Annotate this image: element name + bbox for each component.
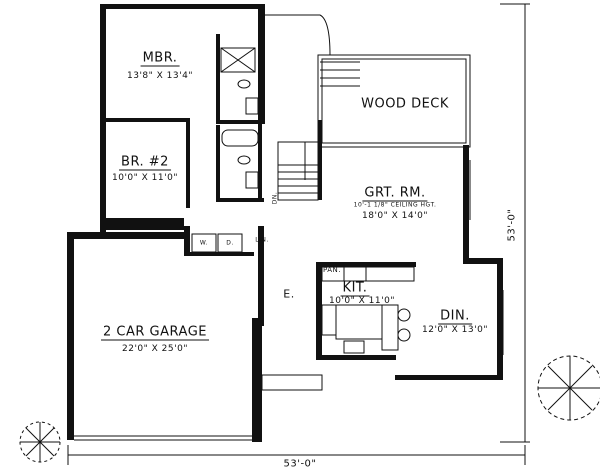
ceiling-height: 10'-1 1/8" CEILING HGT. bbox=[353, 201, 437, 209]
room-label-kitchen: KIT. bbox=[340, 280, 370, 297]
dryer-label: D. bbox=[226, 239, 234, 247]
room-size-kitchen: 10'0" X 11'0" bbox=[329, 296, 395, 306]
room-label-deck: WOOD DECK bbox=[361, 96, 449, 112]
tree-icon bbox=[19, 421, 61, 463]
stair-down-label: DN. bbox=[271, 191, 279, 205]
room-label-pantry: PAN. bbox=[322, 266, 342, 274]
room-size-great-room: 18'0" X 14'0" bbox=[362, 211, 428, 221]
room-size-mbr: 13'8" X 13'4" bbox=[127, 71, 193, 81]
depth-dimension: 53'-0" bbox=[506, 208, 518, 242]
room-label-great-room: GRT. RM. bbox=[362, 185, 428, 202]
room-label-dining: DIN. bbox=[438, 308, 472, 325]
room-size-dining: 12'0" X 13'0" bbox=[422, 325, 488, 335]
room-label-entry: E. bbox=[283, 287, 295, 301]
fixtures bbox=[67, 3, 530, 465]
room-size-garage: 22'0" X 25'0" bbox=[122, 344, 188, 354]
room-label-garage: 2 CAR GARAGE bbox=[101, 324, 209, 341]
room-label-mbr: MBR. bbox=[140, 50, 180, 67]
room-label-linen: LIN. bbox=[255, 236, 269, 244]
room-size-br2: 10'0" X 11'0" bbox=[112, 173, 178, 183]
room-label-br2: BR. #2 bbox=[119, 154, 171, 171]
washer-label: W. bbox=[199, 239, 209, 247]
tree-icon bbox=[537, 355, 600, 421]
tree-icons bbox=[19, 355, 600, 463]
width-dimension: 53'-0" bbox=[283, 458, 317, 470]
walls bbox=[67, 4, 503, 442]
